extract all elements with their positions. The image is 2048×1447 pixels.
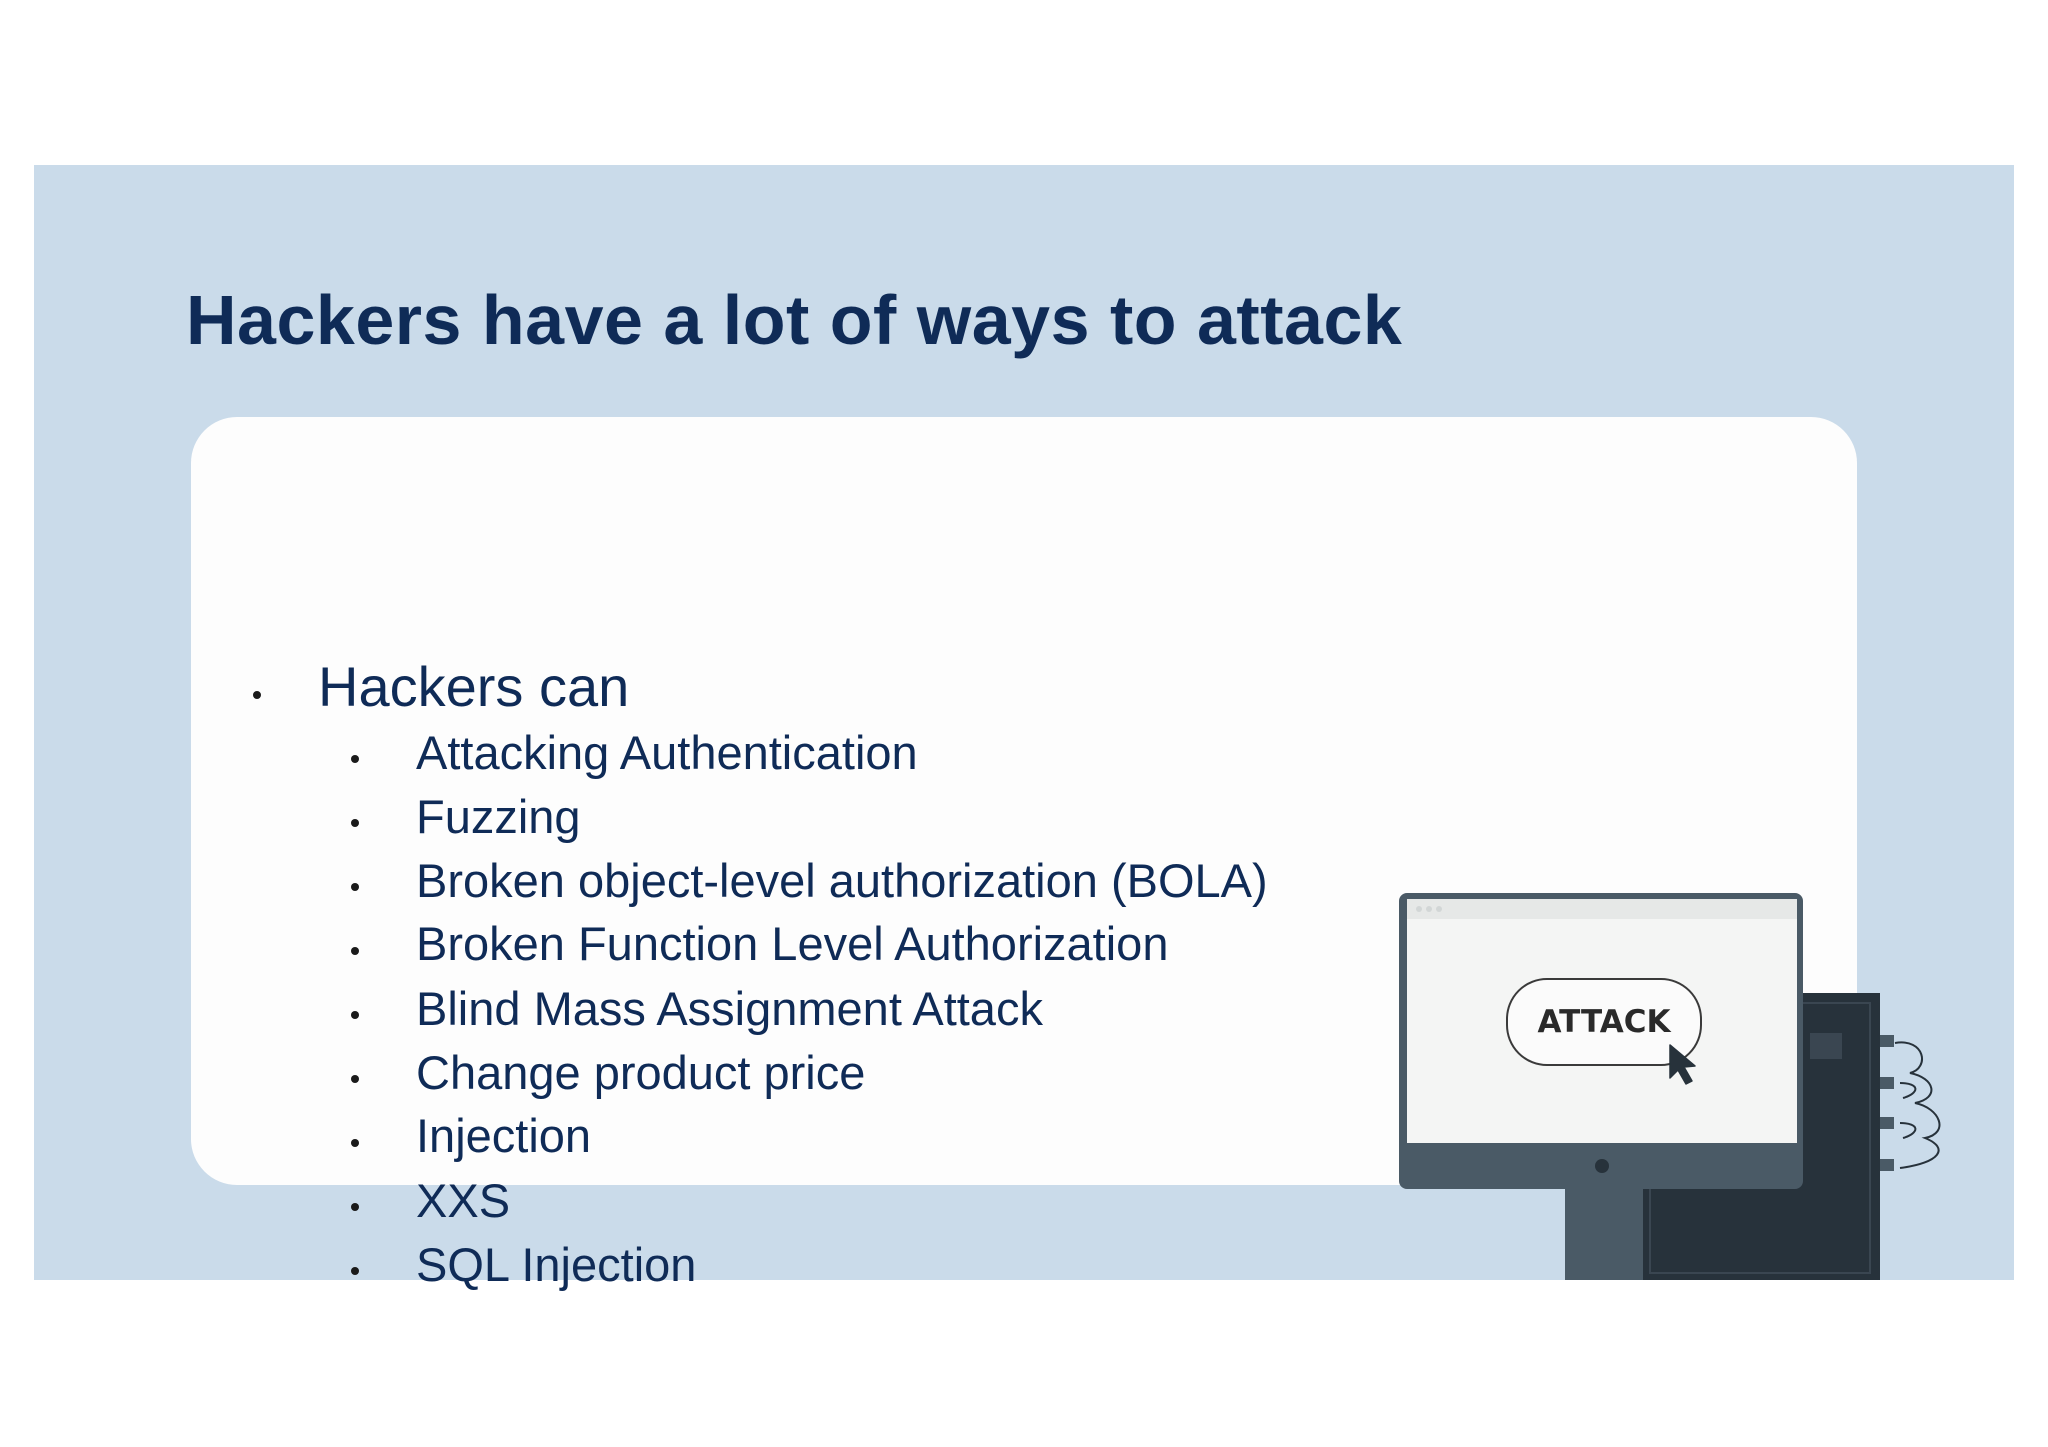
list-item: Change product price	[416, 1046, 866, 1099]
slide-title: Hackers have a lot of ways to attack	[186, 281, 1403, 359]
attack-button-graphic: ATTACK	[1506, 978, 1702, 1066]
list-item: Fuzzing	[416, 790, 581, 843]
bullet-icon	[351, 1075, 359, 1083]
bullet-icon	[351, 883, 359, 891]
bullet-icon	[351, 1267, 359, 1275]
bullet-icon	[351, 1203, 359, 1211]
bullet-icon	[351, 819, 359, 827]
list-item: Broken Function Level Authorization	[416, 917, 1169, 970]
list-heading: Hackers can	[318, 655, 630, 718]
bullet-icon	[351, 755, 359, 763]
bullet-icon	[253, 691, 261, 699]
mouse-cursor-icon	[1669, 1044, 1696, 1085]
bullet-list: Hackers can Attacking Authentication Fuz…	[191, 417, 1857, 1288]
list-item: Broken object-level authorization (BOLA)	[416, 854, 1268, 907]
list-item: Attacking Authentication	[416, 726, 918, 779]
list-item: SQL Injection	[416, 1238, 697, 1291]
bullet-icon	[351, 947, 359, 955]
list-item: XXS	[416, 1174, 511, 1227]
list-item: Injection	[416, 1109, 592, 1162]
monitor-stand	[1565, 1187, 1643, 1280]
list-item: Blind Mass Assignment Attack	[416, 982, 1043, 1035]
bullet-icon	[351, 1011, 359, 1019]
bullet-icon	[351, 1139, 359, 1147]
cable-icon	[1894, 1041, 1941, 1169]
attack-button-label: ATTACK	[1538, 1004, 1672, 1040]
attack-computer-illustration: ATTACK	[1395, 893, 1955, 1280]
